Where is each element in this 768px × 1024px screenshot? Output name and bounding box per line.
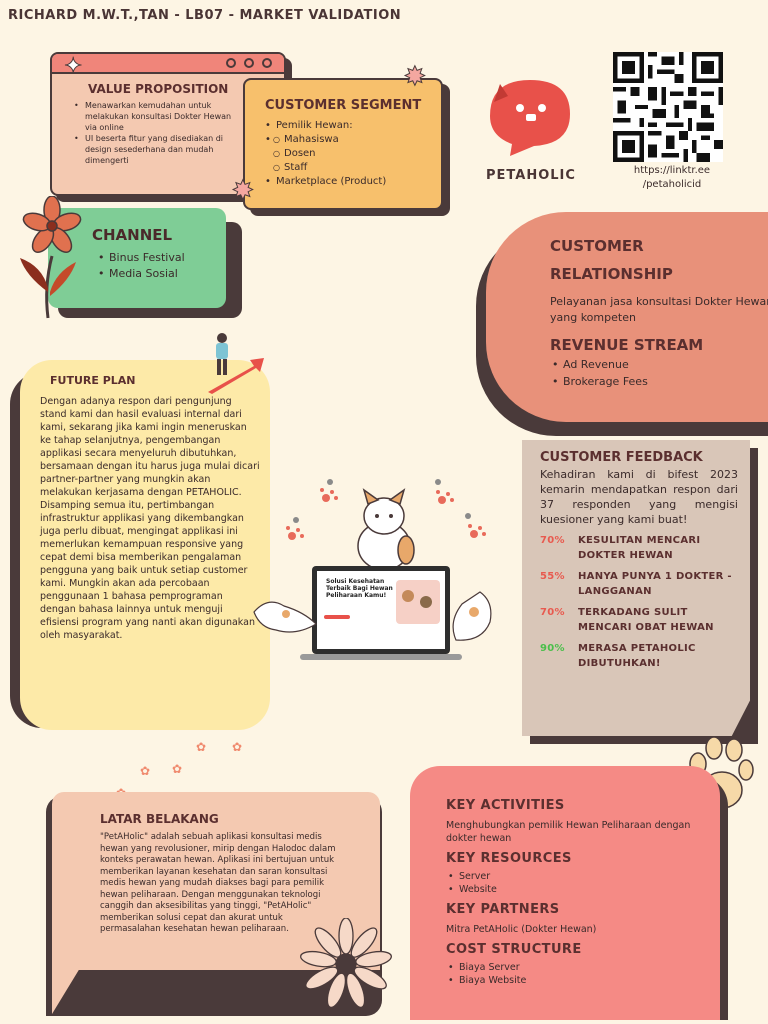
latar-belakang-text: "PetAHolic" adalah sebuah aplikasi konsu… xyxy=(100,832,336,934)
feedback-percent: 70% xyxy=(540,535,565,546)
feedback-result: 55% HANYA PUNYA 1 DOKTER - LANGGANAN xyxy=(540,569,738,599)
customer-segment-card: CUSTOMER SEGMENT Pemilik Hewan: Mahasisw… xyxy=(243,78,443,210)
latar-belakang-heading: LATAR BELAKANG xyxy=(100,812,219,826)
revenue-stream-heading: REVENUE STREAM xyxy=(550,336,704,354)
feedback-label: KESULITAN MENCARI DOKTER HEWAN xyxy=(578,535,701,561)
customer-relationship-heading: CUSTOMER RELATIONSHIP xyxy=(550,237,673,283)
star-icon: ✸ xyxy=(232,176,255,206)
list-item: Menawarkan kemudahan untuk melakukan kon… xyxy=(74,100,234,133)
paw-icon: ✿ xyxy=(232,740,243,754)
customer-feedback-heading: CUSTOMER FEEDBACK xyxy=(540,450,703,465)
cost-structure-heading: COST STRUCTURE xyxy=(446,942,582,957)
key-partners-heading: KEY PARTNERS xyxy=(446,902,560,917)
channel-list: Binus Festival Media Sosial xyxy=(98,250,226,282)
list-item: UI beserta fitur yang disediakan di desi… xyxy=(74,133,234,166)
paw-icon: ✿ xyxy=(172,762,183,776)
feedback-percent: 70% xyxy=(540,607,565,618)
flower-icon xyxy=(20,196,82,319)
list-item: Website xyxy=(448,883,720,896)
key-activities-heading: KEY ACTIVITIES xyxy=(446,798,565,813)
customer-feedback-card: CUSTOMER FEEDBACK Kehadiran kami di bife… xyxy=(522,440,750,736)
page-title: RICHARD M.W.T.,TAN - LB07 - MARKET VALID… xyxy=(8,8,402,23)
revenue-stream-list: Ad Revenue Brokerage Fees xyxy=(552,356,768,390)
list-item: Ad Revenue xyxy=(552,356,768,373)
feedback-label: HANYA PUNYA 1 DOKTER - LANGGANAN xyxy=(578,571,732,597)
window-bar xyxy=(52,54,284,74)
feedback-label: TERKADANG SULIT MENCARI OBAT HEWAN xyxy=(578,607,714,633)
key-block-card: KEY ACTIVITIES Menghubungkan pemilik Hew… xyxy=(410,766,720,1020)
cost-structure-list: Biaya Server Biaya Website xyxy=(448,961,720,987)
feedback-result: 90% MERASA PETAHOLIC DIBUTUHKAN! xyxy=(540,641,738,671)
qr-code-icon[interactable] xyxy=(612,52,724,162)
key-resources-heading: KEY RESOURCES xyxy=(446,851,572,866)
paw-icon: ✿ xyxy=(140,764,151,778)
linktree-link[interactable]: https://linktr.ee /petaholicid xyxy=(633,165,711,190)
feedback-percent: 90% xyxy=(540,643,565,654)
list-item: Binus Festival xyxy=(98,250,226,266)
star-icon: ✸ xyxy=(404,62,427,92)
customer-segment-heading: CUSTOMER SEGMENT xyxy=(265,98,422,113)
key-partners-text: Mitra PetAHolic (Dokter Hewan) xyxy=(446,924,597,935)
window-dot xyxy=(226,58,236,68)
list-item: Biaya Server xyxy=(448,961,720,974)
list-item: Mahasiswa xyxy=(273,133,441,147)
petaholic-logo-icon xyxy=(490,80,570,156)
paw-icon: ✿ xyxy=(196,740,207,754)
sub-list-wrapper: Mahasiswa Dosen Staff xyxy=(265,133,441,175)
channel-heading: CHANNEL xyxy=(92,226,173,244)
window-dot xyxy=(262,58,272,68)
list-item: Pemilik Hewan: xyxy=(265,119,441,133)
customer-relationship-card: CUSTOMER RELATIONSHIP Pelayanan jasa kon… xyxy=(486,212,768,422)
sparkle-icon: ✦ xyxy=(63,54,83,79)
list-item: Biaya Website xyxy=(448,974,720,987)
list-item: Brokerage Fees xyxy=(552,373,768,390)
future-plan-card: FUTURE PLAN Dengan adanya respon dari pe… xyxy=(20,360,270,730)
key-activities-text: Menghubungkan pemilik Hewan Peliharaan d… xyxy=(446,820,691,844)
customer-feedback-text: Kehadiran kami di bifest 2023 kemarin me… xyxy=(540,468,738,526)
list-item: Dosen xyxy=(273,147,441,161)
feedback-label: MERASA PETAHOLIC DIBUTUHKAN! xyxy=(578,643,696,669)
daisy-flower-icon xyxy=(300,918,392,1009)
laptop-screen-headline: Solusi Kesehatan Terbaik Bagi Hewan Peli… xyxy=(326,578,393,599)
cat-laptop-illustration xyxy=(253,479,492,660)
list-item: Media Sosial xyxy=(98,266,226,282)
brand-name: PETAHOLIC xyxy=(486,168,576,183)
window-dot xyxy=(244,58,254,68)
feedback-result: 70% TERKADANG SULIT MENCARI OBAT HEWAN xyxy=(540,605,738,635)
value-proposition-heading: VALUE PROPOSITION xyxy=(88,82,229,96)
customer-relationship-text: Pelayanan jasa konsultasi Dokter Hewan y… xyxy=(550,295,768,324)
growth-arrow-icon xyxy=(208,333,264,394)
feedback-percent: 55% xyxy=(540,571,565,582)
future-plan-text: Dengan adanya respon dari pengunjung sta… xyxy=(40,396,260,641)
value-proposition-list: Menawarkan kemudahan untuk melakukan kon… xyxy=(74,100,234,166)
key-resources-list: Server Website xyxy=(448,870,720,896)
feedback-result: 70% KESULITAN MENCARI DOKTER HEWAN xyxy=(540,533,738,563)
customer-segment-sublist: Mahasiswa Dosen Staff xyxy=(273,133,441,175)
list-item: Staff xyxy=(273,161,441,175)
customer-segment-list: Pemilik Hewan: Mahasiswa Dosen Staff Mar… xyxy=(265,119,441,189)
list-item: Server xyxy=(448,870,720,883)
list-item: Marketplace (Product) xyxy=(265,175,441,189)
latar-belakang-card: LATAR BELAKANG "PetAHolic" adalah sebuah… xyxy=(52,792,380,970)
future-plan-heading: FUTURE PLAN xyxy=(50,374,136,387)
